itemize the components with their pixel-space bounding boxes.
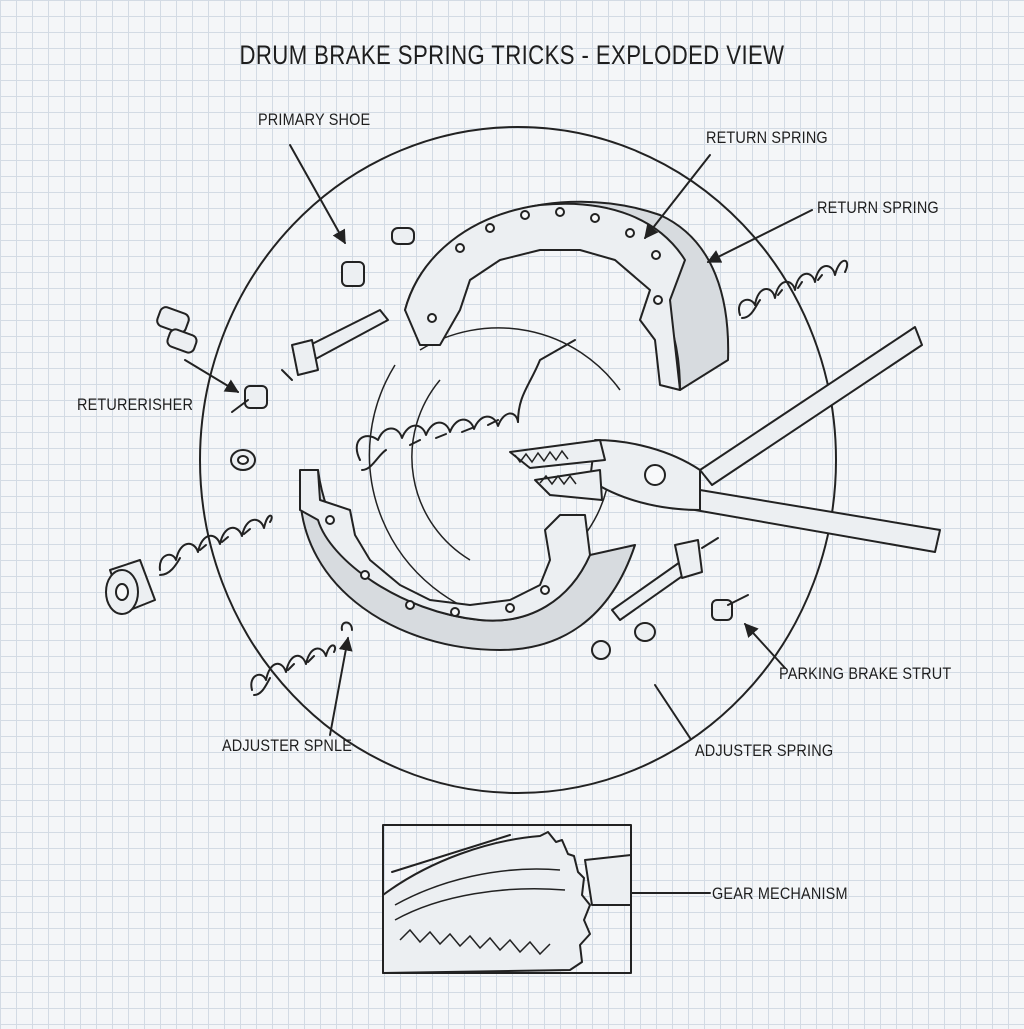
label-primary-shoe: PRIMARY SHOE — [258, 110, 371, 129]
label-return-spring-top: RETURN SPRING — [706, 128, 828, 147]
gear-inset — [382, 824, 632, 974]
label-return-spring-right: RETURN SPRING — [817, 198, 939, 217]
label-adjuster-spring-right: ADJUSTER SPRING — [695, 741, 834, 760]
label-parking-brake-strut: PARKING BRAKE STRUT — [779, 664, 952, 683]
pliers-icon — [509, 326, 941, 553]
return-spring-icon — [738, 259, 849, 319]
drum-outline — [199, 126, 837, 794]
inner-arc — [419, 327, 621, 391]
label-gear-mechanism: GEAR MECHANISM — [712, 884, 848, 903]
secondary-shoe — [299, 469, 636, 651]
inner-arc — [411, 379, 471, 561]
primary-shoe — [404, 200, 730, 391]
page-title: DRUM BRAKE SPRING TRICKS - EXPLODED VIEW — [239, 40, 785, 70]
label-adjuster-spring-left: ADJUSTER SPNLE — [222, 736, 353, 755]
gear-icon — [382, 831, 632, 974]
left-spring-icon — [158, 514, 273, 576]
leader-lines — [184, 144, 813, 900]
label-retainer: RETURERISHER — [77, 395, 194, 414]
lower-left-spring-icon — [250, 644, 336, 696]
hardware-parts — [105, 227, 749, 660]
center-spring-icon — [355, 339, 576, 471]
